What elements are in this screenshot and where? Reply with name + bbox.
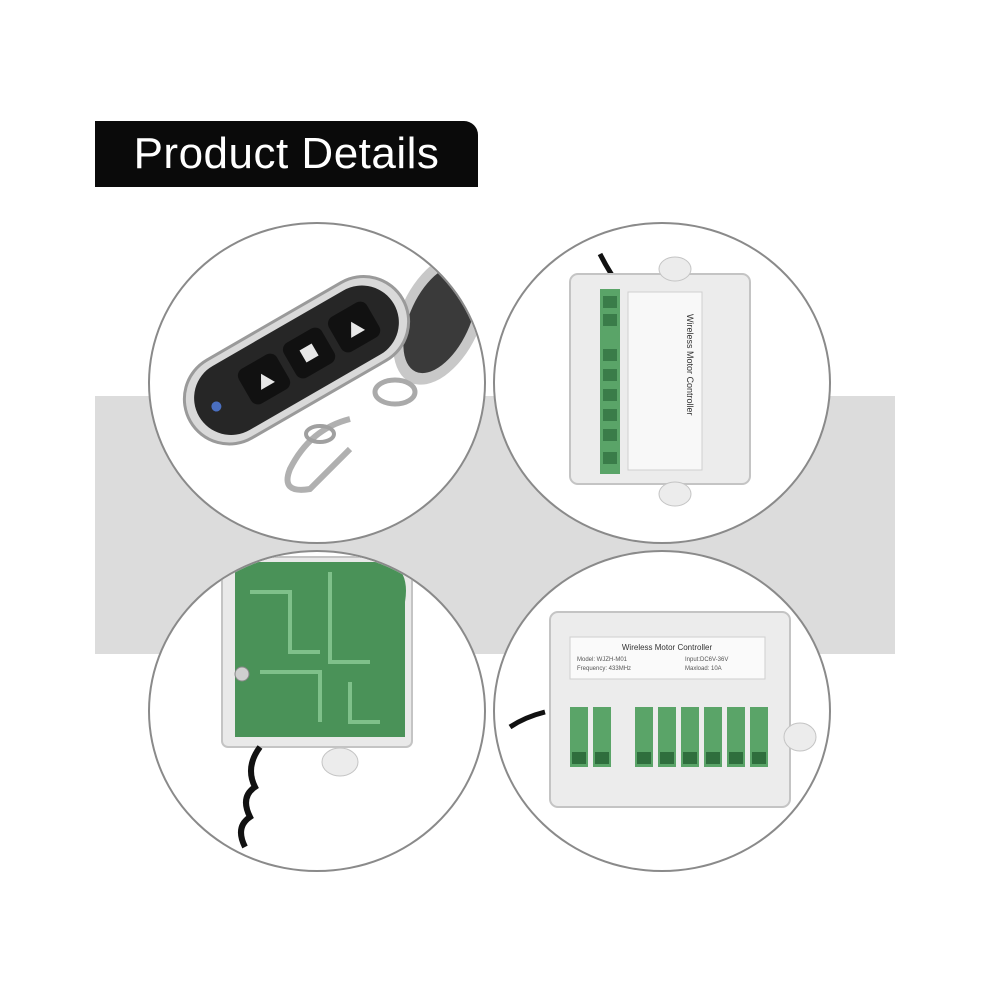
controller-front-illustration: Wireless Motor Controller Model: WJZH-M0…	[508, 611, 817, 808]
controller-top-illustration: Wireless Motor Controller	[569, 252, 751, 507]
label-controller-name-side: Wireless Motor Controller	[685, 314, 695, 416]
label-frequency: Frequency: 433MHz	[577, 666, 631, 672]
label-input: Input:DC6V-36V	[685, 657, 728, 663]
photo-controller-top: Wireless Motor Controller	[493, 222, 831, 544]
label-controller-name: Wireless Motor Controller	[622, 643, 713, 652]
photo-remote-fob	[148, 222, 486, 544]
photo-controller-front: Wireless Motor Controller Model: WJZH-M0…	[493, 550, 831, 872]
photo-controller-pcb	[148, 550, 486, 872]
controller-pcb-illustration	[221, 556, 413, 849]
title-banner: Product Details	[95, 121, 478, 187]
label-maxload: Maxload: 10A	[685, 666, 722, 672]
page-title: Product Details	[133, 129, 440, 178]
label-model: Model: WJZH-M01	[577, 657, 628, 663]
remote-fob-illustration	[182, 253, 484, 493]
